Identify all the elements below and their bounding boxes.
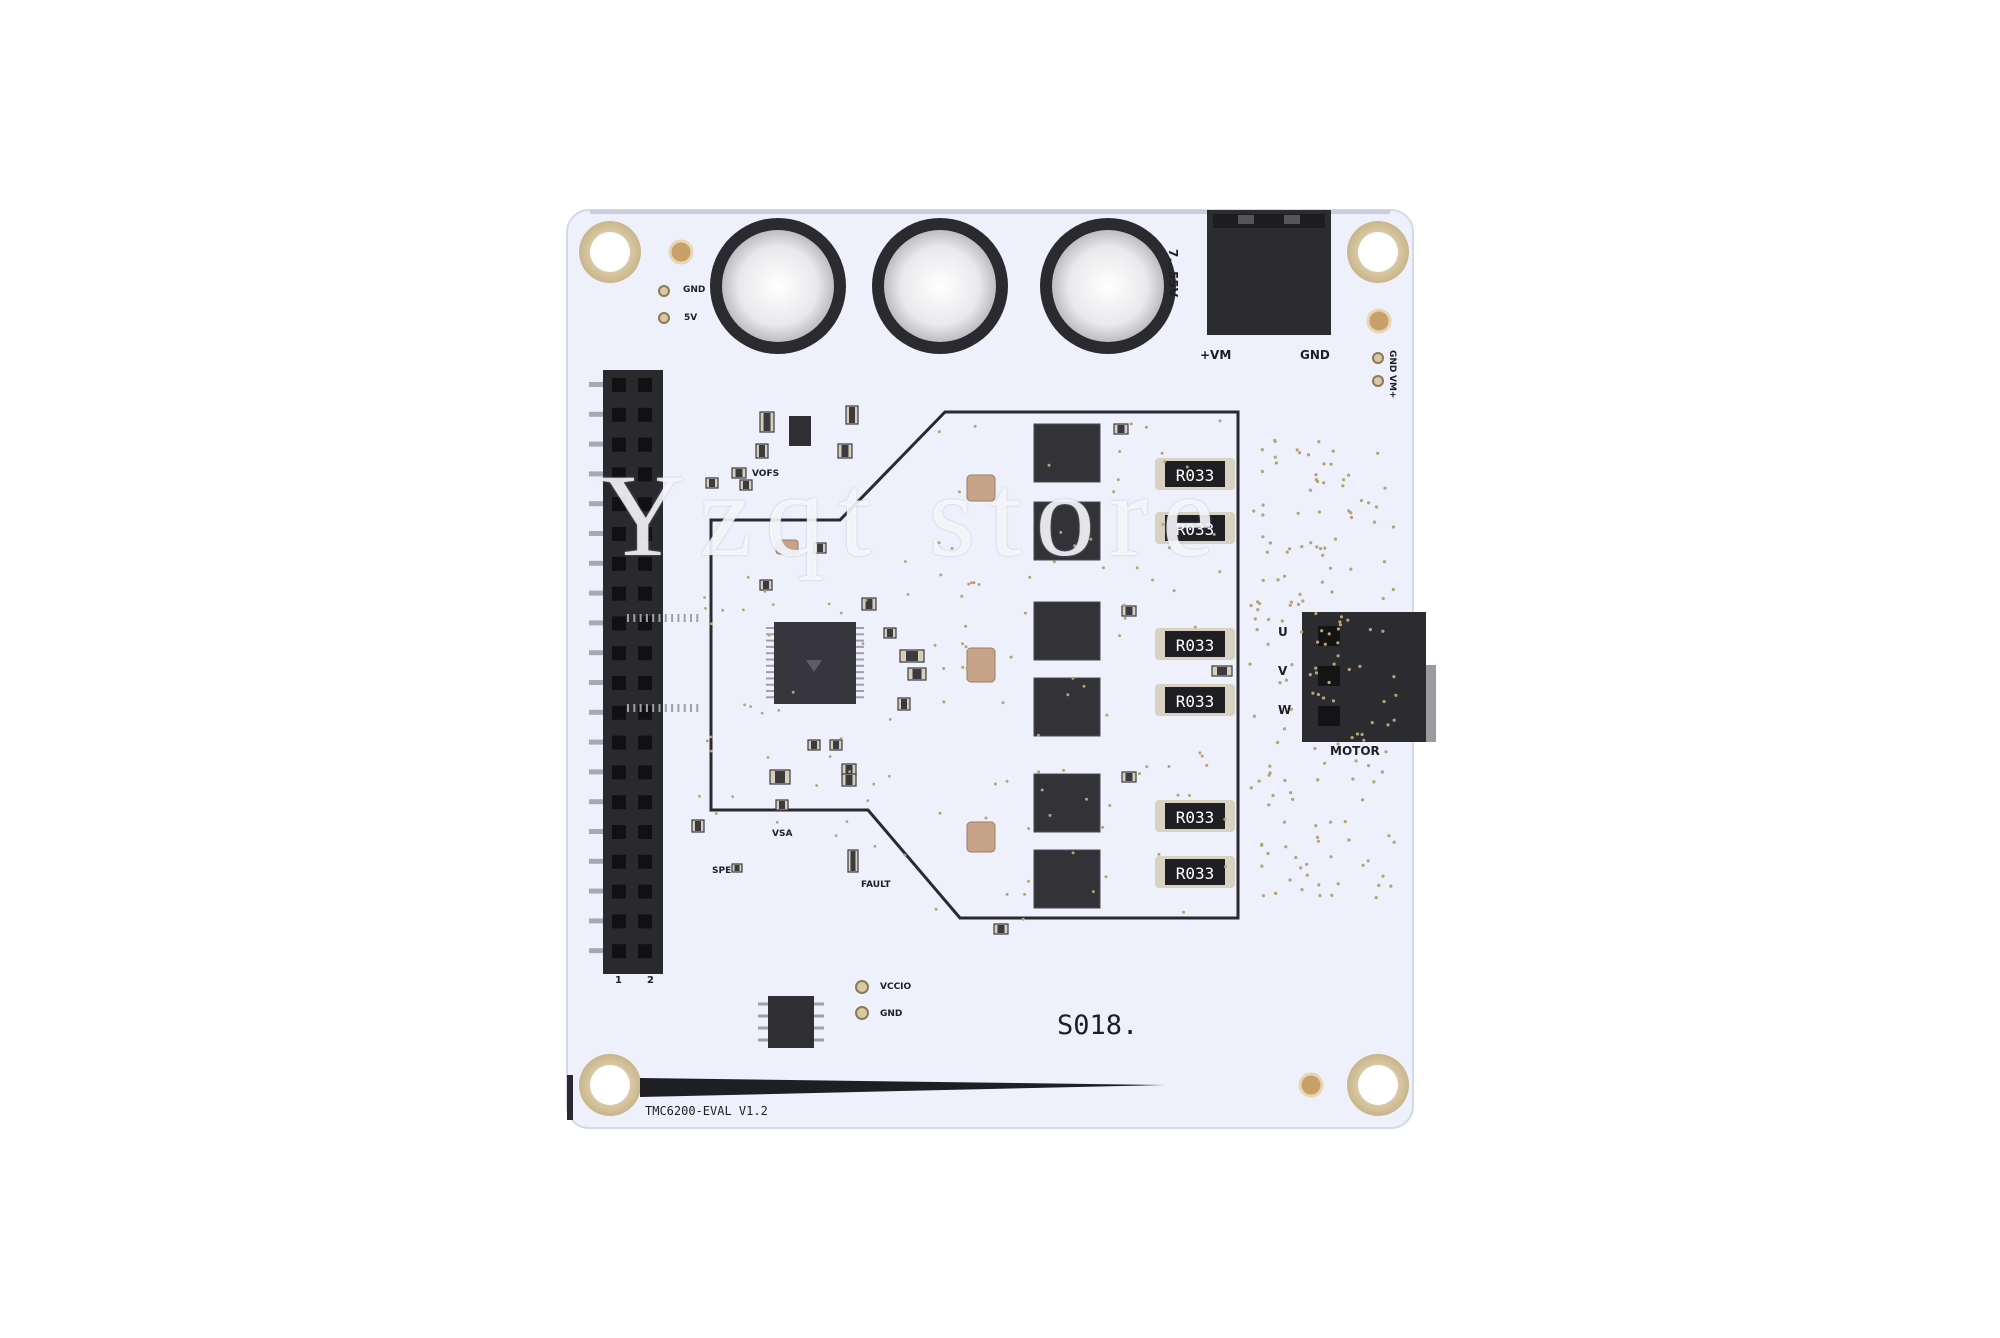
mounting-hole-bottom-left <box>579 1054 641 1116</box>
label-gnd-bottom: GND <box>880 1009 903 1019</box>
pcb-left-bottom-edge-dark <box>567 1075 573 1120</box>
label-plus-vm: +VM <box>1200 348 1232 362</box>
shunt-resistor-2: R033 <box>1155 512 1235 544</box>
label-phase-v: V <box>1278 664 1288 678</box>
label-vm-right: VM+ <box>1387 375 1397 399</box>
label-phase-u: U <box>1278 625 1288 639</box>
watermark: Yzqt store <box>600 450 1229 581</box>
shunt-marking: R033 <box>1176 636 1215 655</box>
shunt-resistor-1: R033 <box>1155 458 1235 490</box>
ceramic-capacitors <box>775 474 996 853</box>
small-ic-top <box>789 416 811 446</box>
shunt-marking: R033 <box>1176 520 1215 539</box>
capacitor-3 <box>1040 218 1176 354</box>
pcb-top-edge-dark <box>590 210 1390 214</box>
smd-components <box>691 405 1233 935</box>
mosfet-2 <box>1033 501 1101 561</box>
capacitor-1 <box>710 218 846 354</box>
mounting-hole-top-right <box>1347 221 1409 283</box>
label-phase-w: W <box>1278 703 1292 717</box>
mosfet-1 <box>1033 423 1101 483</box>
capacitor-2 <box>872 218 1008 354</box>
via-pad-bottom-right <box>1298 1072 1324 1098</box>
pin-header-40 <box>589 370 663 974</box>
board-name-wedge <box>640 1078 1165 1097</box>
via-pad-top <box>668 239 694 265</box>
label-pin1: 1 <box>615 975 622 986</box>
test-points <box>658 285 1384 1020</box>
label-vsa: VSA <box>772 829 793 839</box>
mosfet-3 <box>1033 601 1101 661</box>
shunt-resistor-6: R033 <box>1155 856 1235 888</box>
via-pad-right <box>1366 308 1392 334</box>
label-vofs: VOFS <box>752 469 780 479</box>
motor-connector <box>1302 612 1436 742</box>
label-vin-range: 7...55V <box>1166 249 1180 298</box>
shunt-marking: R033 <box>1176 864 1215 883</box>
mounting-hole-top-left <box>579 221 641 283</box>
mosfets <box>1033 423 1101 909</box>
shunt-marking: R033 <box>1176 692 1215 711</box>
shunt-marking: R033 <box>1176 808 1215 827</box>
shunt-resistor-4: R033 <box>1155 684 1235 716</box>
mounting-hole-bottom-right <box>1347 1054 1409 1116</box>
label-pin2: 2 <box>647 975 654 986</box>
label-gnd-right: GND <box>1387 350 1397 373</box>
vias <box>698 419 1398 921</box>
board-name: TMC6200-EVAL V1.2 <box>645 1104 768 1118</box>
shunt-resistor-3: R033 <box>1155 628 1235 660</box>
label-gnd-top: GND <box>683 285 706 295</box>
label-motor: MOTOR <box>1330 744 1380 758</box>
shunt-resistor-5: R033 <box>1155 800 1235 832</box>
date-code: S018. <box>1057 1010 1139 1041</box>
label-5v: 5V <box>684 313 698 323</box>
mosfet-6 <box>1033 849 1101 909</box>
soic8-ic <box>758 996 824 1048</box>
label-spe: SPE <box>712 866 732 876</box>
power-terminal-block <box>1207 210 1331 335</box>
shunt-marking: R033 <box>1176 466 1215 485</box>
power-stage-outline <box>709 410 1240 920</box>
mosfet-5 <box>1033 773 1101 833</box>
mosfet-4 <box>1033 677 1101 737</box>
label-vccio: VCCIO <box>880 982 912 992</box>
label-gnd-power: GND <box>1300 348 1330 362</box>
driver-ic <box>627 614 864 712</box>
label-fault: FAULT <box>861 880 891 890</box>
